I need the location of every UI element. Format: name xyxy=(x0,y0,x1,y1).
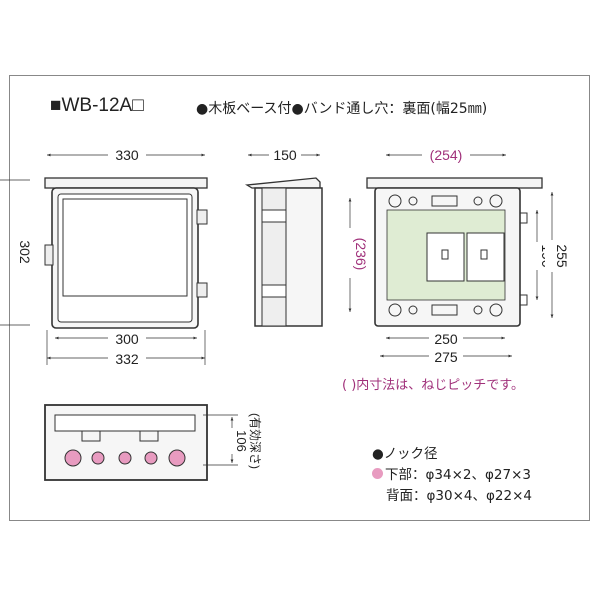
feature-subtitle: ●木板ベース付●バンド通し穴：裏面(幅25㎜) xyxy=(196,101,488,117)
bottom-view xyxy=(44,404,238,481)
dim-back-height: 255 xyxy=(554,244,570,268)
dim-bottom-depth-label: (有効深さ) xyxy=(248,413,263,469)
figure-frame xyxy=(9,75,590,521)
knockout-legend-bottom: 下部：φ34×2、φ27×3 xyxy=(372,463,531,483)
knockout-legend-heading: ●ノック径 xyxy=(372,446,438,462)
screw-pitch-note: ( )内寸法は、ねじピッチです。 xyxy=(342,378,524,393)
breaker xyxy=(466,232,505,282)
pink-dot-icon xyxy=(372,468,383,479)
dim-front-outer-width: 332 xyxy=(115,351,139,367)
dim-side-depth: 150 xyxy=(273,147,297,163)
knockout-hole-27 xyxy=(91,451,105,465)
dim-back-panel-width: 250 xyxy=(434,331,458,347)
dim-back-width: 275 xyxy=(434,349,458,365)
knockout-hole-34 xyxy=(64,449,82,467)
dim-back-pitch-height: (236) xyxy=(353,238,369,271)
dim-front-inner-width: 300 xyxy=(115,331,139,347)
knockout-hole-27 xyxy=(144,451,158,465)
knockout-hole-34 xyxy=(168,449,186,467)
dim-front-height: 302 xyxy=(17,240,33,264)
knockout-holes xyxy=(64,449,186,467)
front-view xyxy=(0,153,208,365)
dim-back-pitch-width: (254) xyxy=(430,147,463,163)
dim-front-width: 330 xyxy=(115,147,139,163)
dim-bottom-depth: 106 xyxy=(234,430,249,452)
side-view xyxy=(244,153,323,327)
back-view xyxy=(348,153,554,358)
knockout-legend-back: 背面：φ30×4、φ22×4 xyxy=(386,488,532,504)
model-title: ■WB-12A□ xyxy=(50,95,144,116)
knockout-hole-27 xyxy=(118,451,132,465)
breaker xyxy=(426,232,465,282)
